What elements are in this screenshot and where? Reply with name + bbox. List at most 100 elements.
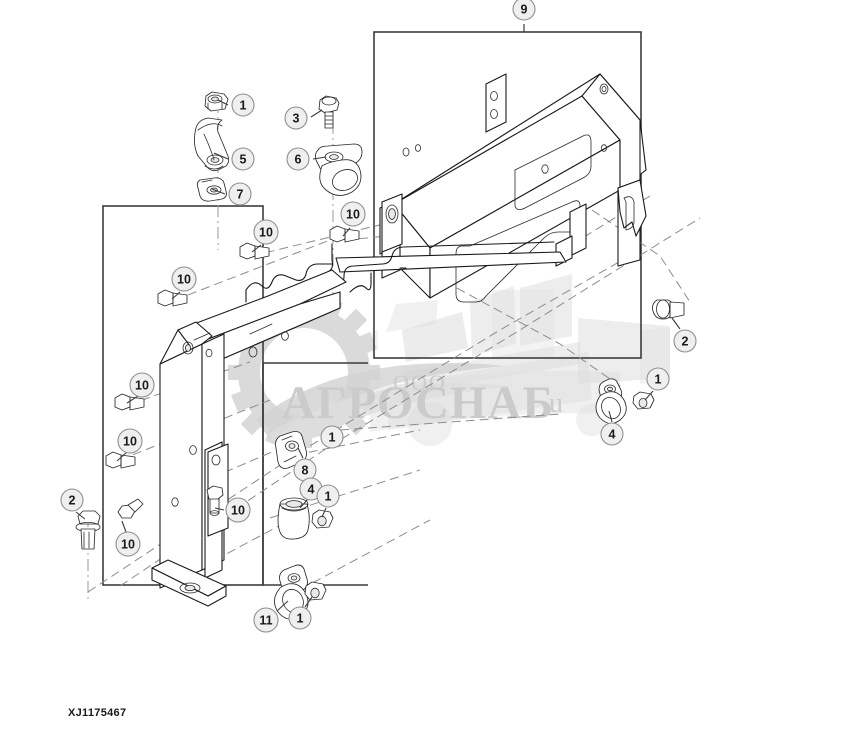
callout-leader-line (299, 498, 309, 509)
part-2-flange-bolt-left (75, 510, 101, 550)
drawing-part-number: XJ1175467 (68, 707, 127, 719)
callout-10[interactable]: 10 (251, 219, 279, 253)
callout-1[interactable]: 1 (288, 596, 313, 630)
part-10-hex-bolt-c (157, 289, 188, 307)
callout-10[interactable]: 10 (115, 520, 141, 557)
callout-label: 1 (655, 373, 662, 387)
callout-10[interactable]: 10 (126, 372, 155, 404)
callout-11[interactable]: 11 (253, 600, 289, 633)
callout-bubble[interactable] (231, 93, 255, 117)
callout-3[interactable]: 3 (284, 106, 323, 130)
callout-bubble[interactable] (288, 606, 312, 630)
callout-bubble[interactable] (117, 428, 143, 454)
callout-10[interactable]: 10 (340, 201, 366, 237)
callout-leader-line (312, 156, 327, 160)
part-4-bushing-center (277, 497, 310, 540)
callout-bubble[interactable] (340, 201, 366, 227)
part-7-small-clip (196, 177, 227, 202)
callout-bubble[interactable] (225, 497, 251, 523)
part-1-nut-top (204, 91, 229, 112)
callout-leader-line (608, 410, 613, 423)
callout-bubble[interactable] (286, 147, 310, 171)
watermark-org: ООО (393, 370, 447, 395)
callout-label: 11 (259, 614, 272, 628)
part-1-nut-center (311, 509, 334, 529)
callout-label: 10 (123, 435, 137, 449)
callout-leader-line (321, 507, 327, 518)
callout-bubble[interactable] (316, 484, 340, 508)
part-1-nut-right (632, 391, 655, 410)
callout-bubble[interactable] (115, 531, 141, 557)
callout-leader-line (75, 511, 86, 520)
callout-leader-line (116, 451, 128, 462)
callout-leader-line (276, 600, 289, 612)
callout-label: 1 (325, 490, 332, 504)
callout-leader-line (251, 244, 262, 253)
callout-label: 9 (521, 3, 528, 17)
callout-10[interactable]: 10 (214, 497, 251, 523)
callout-label: 1 (329, 431, 336, 445)
callout-label: 10 (121, 538, 135, 552)
callout-1[interactable]: 1 (217, 93, 255, 117)
callout-1[interactable]: 1 (316, 484, 340, 518)
callout-bubble[interactable] (512, 0, 536, 21)
part-10-hex-bolt-e (105, 451, 136, 469)
callout-label: 10 (346, 208, 360, 222)
callout-leader-line (297, 447, 304, 459)
callout-label: 3 (293, 112, 300, 126)
callout-1[interactable]: 1 (320, 425, 344, 449)
callout-bubble[interactable] (600, 422, 624, 446)
callout-bubble[interactable] (673, 329, 697, 353)
callout-leader-line (213, 152, 229, 160)
callout-label: 2 (682, 335, 689, 349)
callout-label: 10 (231, 504, 245, 518)
part-3-cap-screw (318, 95, 340, 129)
callout-bubble[interactable] (231, 147, 255, 171)
part-10-hex-bolt-f (117, 498, 144, 519)
callout-bubble[interactable] (253, 219, 279, 245)
callout-label: 2 (69, 494, 76, 508)
callout-bubble[interactable] (646, 367, 670, 391)
callout-label: 1 (240, 99, 247, 113)
callout-leader-line (304, 596, 313, 608)
callout-leader-line (126, 395, 139, 404)
callout-leader-line (217, 99, 229, 106)
part-1-nut-bottom (304, 581, 327, 601)
callout-9[interactable]: 9 (512, 0, 536, 32)
callout-bubble[interactable] (228, 182, 252, 206)
part-10-hex-bolt-a (329, 225, 360, 243)
callout-label: 6 (295, 153, 302, 167)
callout-bubble[interactable] (320, 425, 344, 449)
callout-bubble[interactable] (129, 372, 155, 398)
callout-bubble[interactable] (171, 266, 197, 292)
callout-leader-line (171, 291, 181, 300)
callout-label: 10 (259, 226, 273, 240)
callout-label: 4 (308, 483, 315, 497)
callout-5[interactable]: 5 (213, 147, 255, 171)
callout-10[interactable]: 10 (116, 428, 143, 462)
callout-2[interactable]: 2 (60, 488, 86, 520)
left-bracket-arm-weldment (151, 263, 347, 607)
callout-label: 10 (177, 273, 191, 287)
callout-bubble[interactable] (253, 607, 279, 633)
callout-bubble[interactable] (284, 106, 308, 130)
part-10-hex-bolt-d (114, 393, 145, 411)
callout-bubble[interactable] (60, 488, 84, 512)
callout-7[interactable]: 7 (211, 182, 252, 206)
callout-leader-line (671, 317, 681, 330)
callout-label: 7 (237, 188, 244, 202)
callout-1[interactable]: 1 (644, 367, 670, 401)
watermark-brand: АГРОСНАБ (282, 377, 555, 429)
watermark-domain: u (549, 388, 563, 419)
callout-label: 10 (135, 379, 149, 393)
part-9-main-frame-weldment (322, 73, 647, 303)
callout-6[interactable]: 6 (286, 147, 327, 171)
part-2-flange-bolt-right (652, 299, 685, 320)
callout-leader-line (211, 188, 226, 195)
callout-4[interactable]: 4 (600, 410, 624, 446)
callout-10[interactable]: 10 (171, 266, 197, 300)
part-4-bushing-right (595, 378, 627, 424)
callout-2[interactable]: 2 (671, 317, 697, 353)
